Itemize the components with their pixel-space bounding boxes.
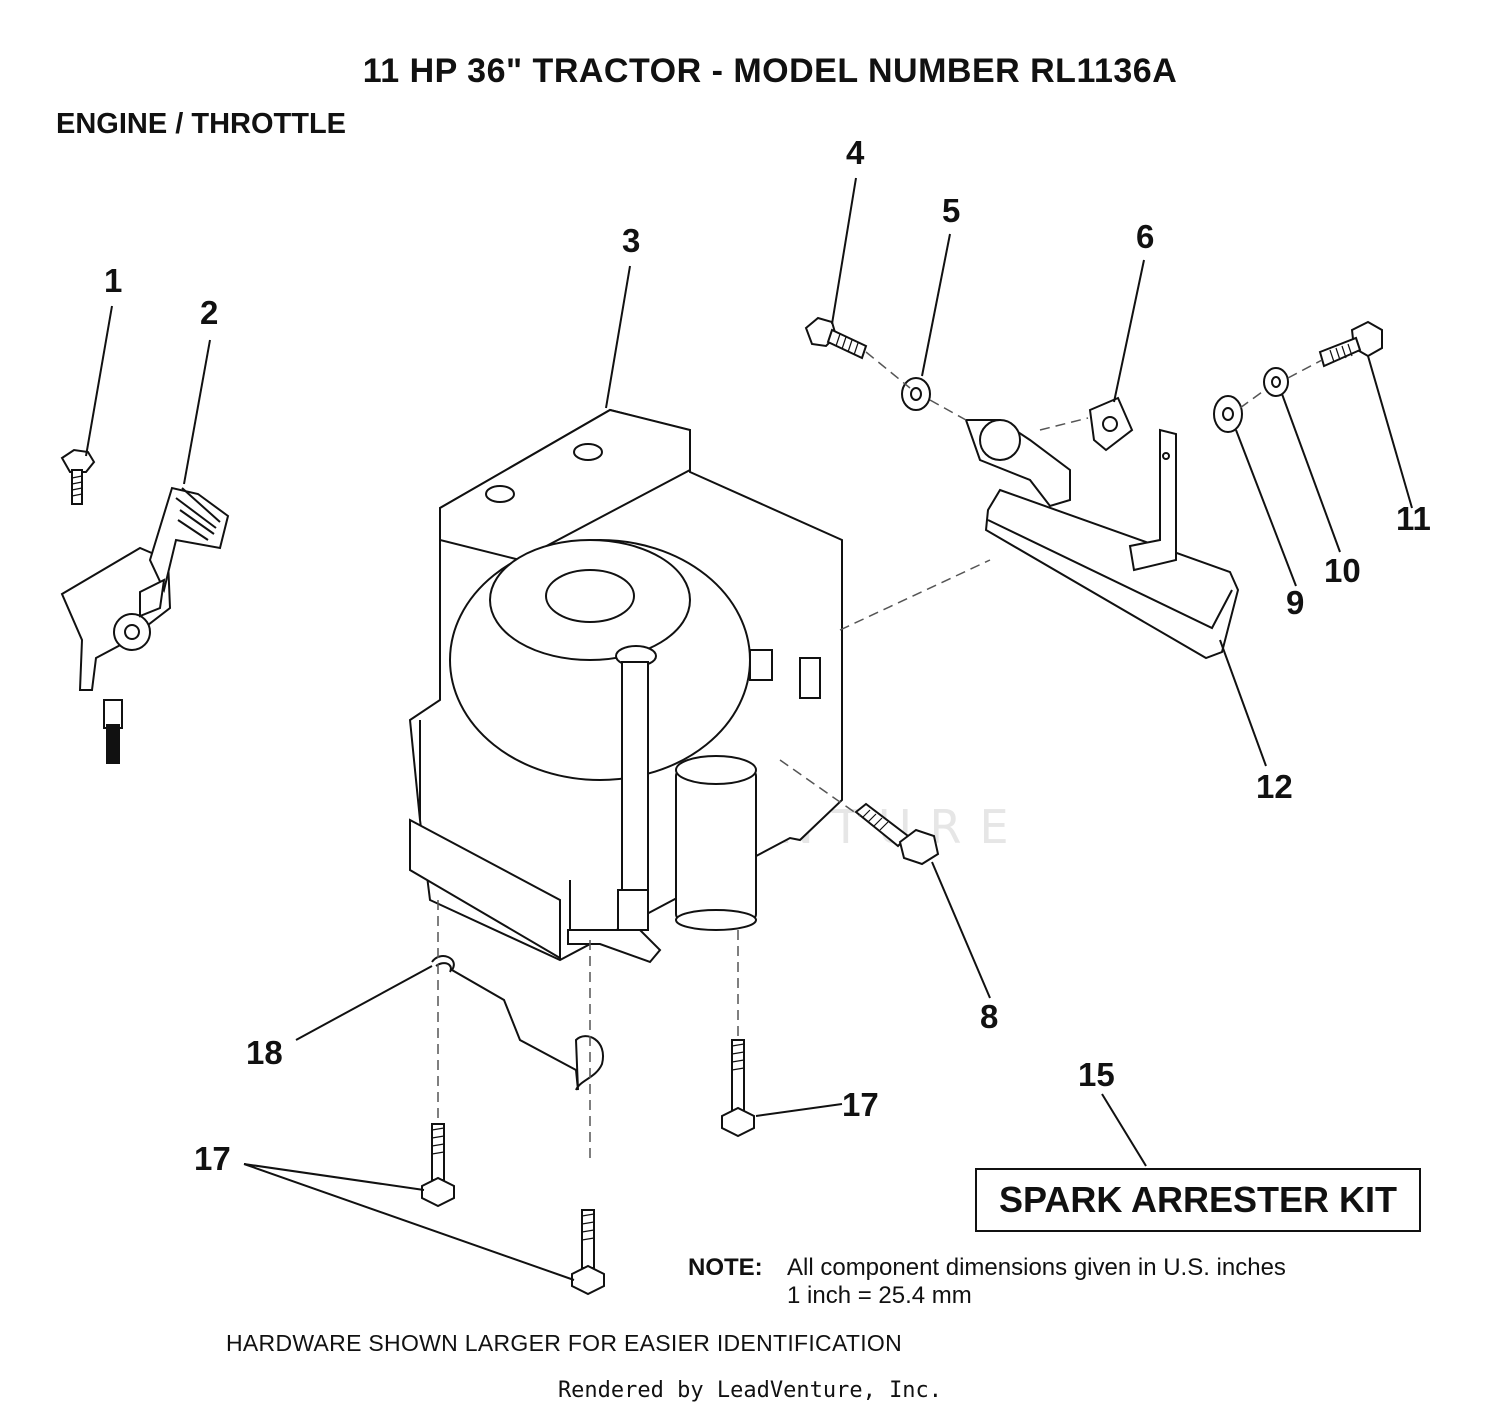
callout-11[interactable]: 11 (1396, 500, 1431, 537)
callout-3[interactable]: 3 (622, 222, 641, 259)
part-2-throttle-control[interactable] (60, 486, 230, 764)
part-8-bolt[interactable] (854, 802, 940, 866)
part-5-lock-washer[interactable] (901, 377, 931, 411)
callout-10[interactable]: 10 (1324, 552, 1361, 589)
callout-9[interactable]: 9 (1286, 584, 1305, 621)
part-17-bolt-a[interactable] (721, 1039, 755, 1138)
section-title: ENGINE / THROTTLE (56, 108, 346, 140)
hardware-note: HARDWARE SHOWN LARGER FOR EASIER IDENTIF… (226, 1330, 903, 1356)
part-11-bolt[interactable] (1318, 320, 1383, 368)
note-text: All component dimensions given in U.S. i… (787, 1254, 1286, 1310)
page-title: 11 HP 36" TRACTOR - MODEL NUMBER RL1136A (362, 52, 1178, 90)
part-3-engine[interactable] (408, 408, 843, 964)
part-4-bolt[interactable] (804, 316, 868, 360)
callout-5[interactable]: 5 (942, 192, 961, 229)
note-line-2: 1 inch = 25.4 mm (787, 1282, 972, 1309)
part-18-rod[interactable] (431, 955, 605, 1091)
callout-8[interactable]: 8 (980, 998, 999, 1035)
callout-6[interactable]: 6 (1136, 218, 1155, 255)
part-9-flat-washer[interactable] (1213, 395, 1243, 433)
spark-arrester-kit-box[interactable]: SPARK ARRESTER KIT (975, 1168, 1421, 1232)
callout-4[interactable]: 4 (846, 134, 865, 171)
callout-17-right[interactable]: 17 (842, 1086, 879, 1123)
part-1-bolt[interactable] (60, 448, 96, 505)
footer-credit: Rendered by LeadVenture, Inc. (557, 1378, 943, 1403)
part-17-bolt-c[interactable] (571, 1209, 605, 1296)
note-label: NOTE: (688, 1254, 763, 1281)
part-12-muffler[interactable] (964, 419, 1240, 660)
part-6-gasket[interactable] (1088, 396, 1134, 452)
callout-17-left[interactable]: 17 (194, 1140, 231, 1177)
note-line-1: All component dimensions given in U.S. i… (787, 1254, 1286, 1281)
part-10-lock-washer[interactable] (1263, 367, 1289, 397)
callout-1[interactable]: 1 (104, 262, 123, 299)
callout-12[interactable]: 12 (1256, 768, 1293, 805)
callout-2[interactable]: 2 (200, 294, 219, 331)
part-17-bolt-b[interactable] (421, 1123, 455, 1208)
callout-18[interactable]: 18 (246, 1034, 283, 1071)
callout-15[interactable]: 15 (1078, 1056, 1115, 1093)
